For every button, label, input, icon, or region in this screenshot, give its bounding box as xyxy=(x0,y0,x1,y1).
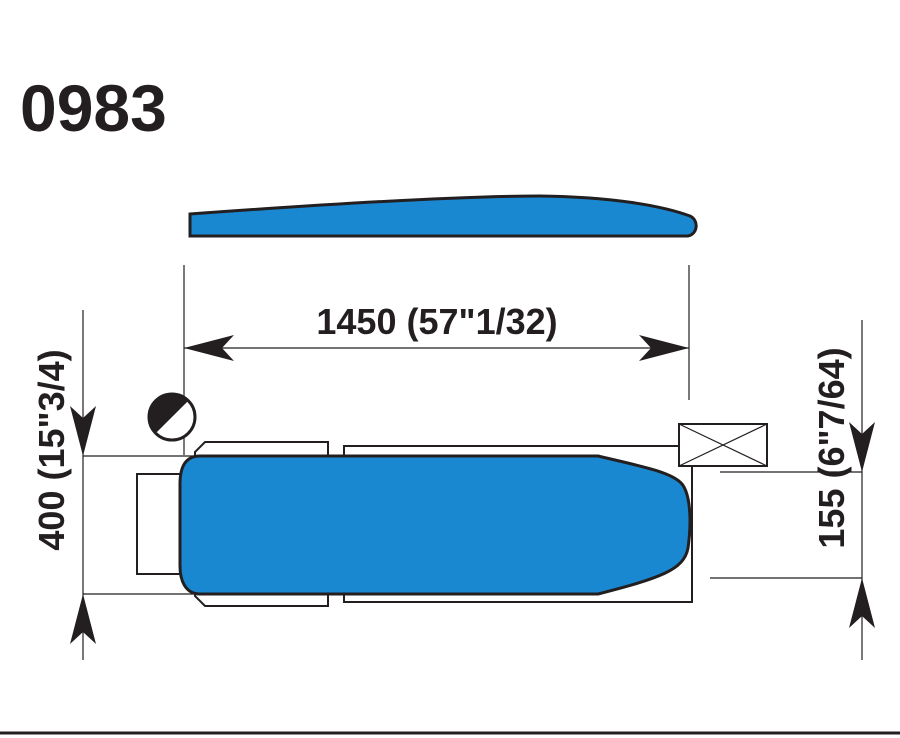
iron-rest-cross-2 xyxy=(678,423,768,467)
left-arrow-up xyxy=(70,594,96,644)
right-arrow-up xyxy=(849,578,875,628)
width-arrow-right xyxy=(639,335,689,361)
width-arrow-left xyxy=(184,335,234,361)
width-dimension-label: 1450 (57"1/32) xyxy=(316,301,557,342)
model-number: 0983 xyxy=(20,71,167,145)
right-height-label: 155 (6"7/64) xyxy=(811,347,852,548)
board-side-view xyxy=(188,194,698,238)
left-height-label: 400 (15"3/4) xyxy=(31,349,72,550)
rear-leg-block xyxy=(136,473,186,575)
right-arrow-down xyxy=(849,422,875,472)
half-circle-icon xyxy=(147,392,197,442)
board-top-view xyxy=(178,454,692,596)
left-arrow-down xyxy=(70,406,96,456)
